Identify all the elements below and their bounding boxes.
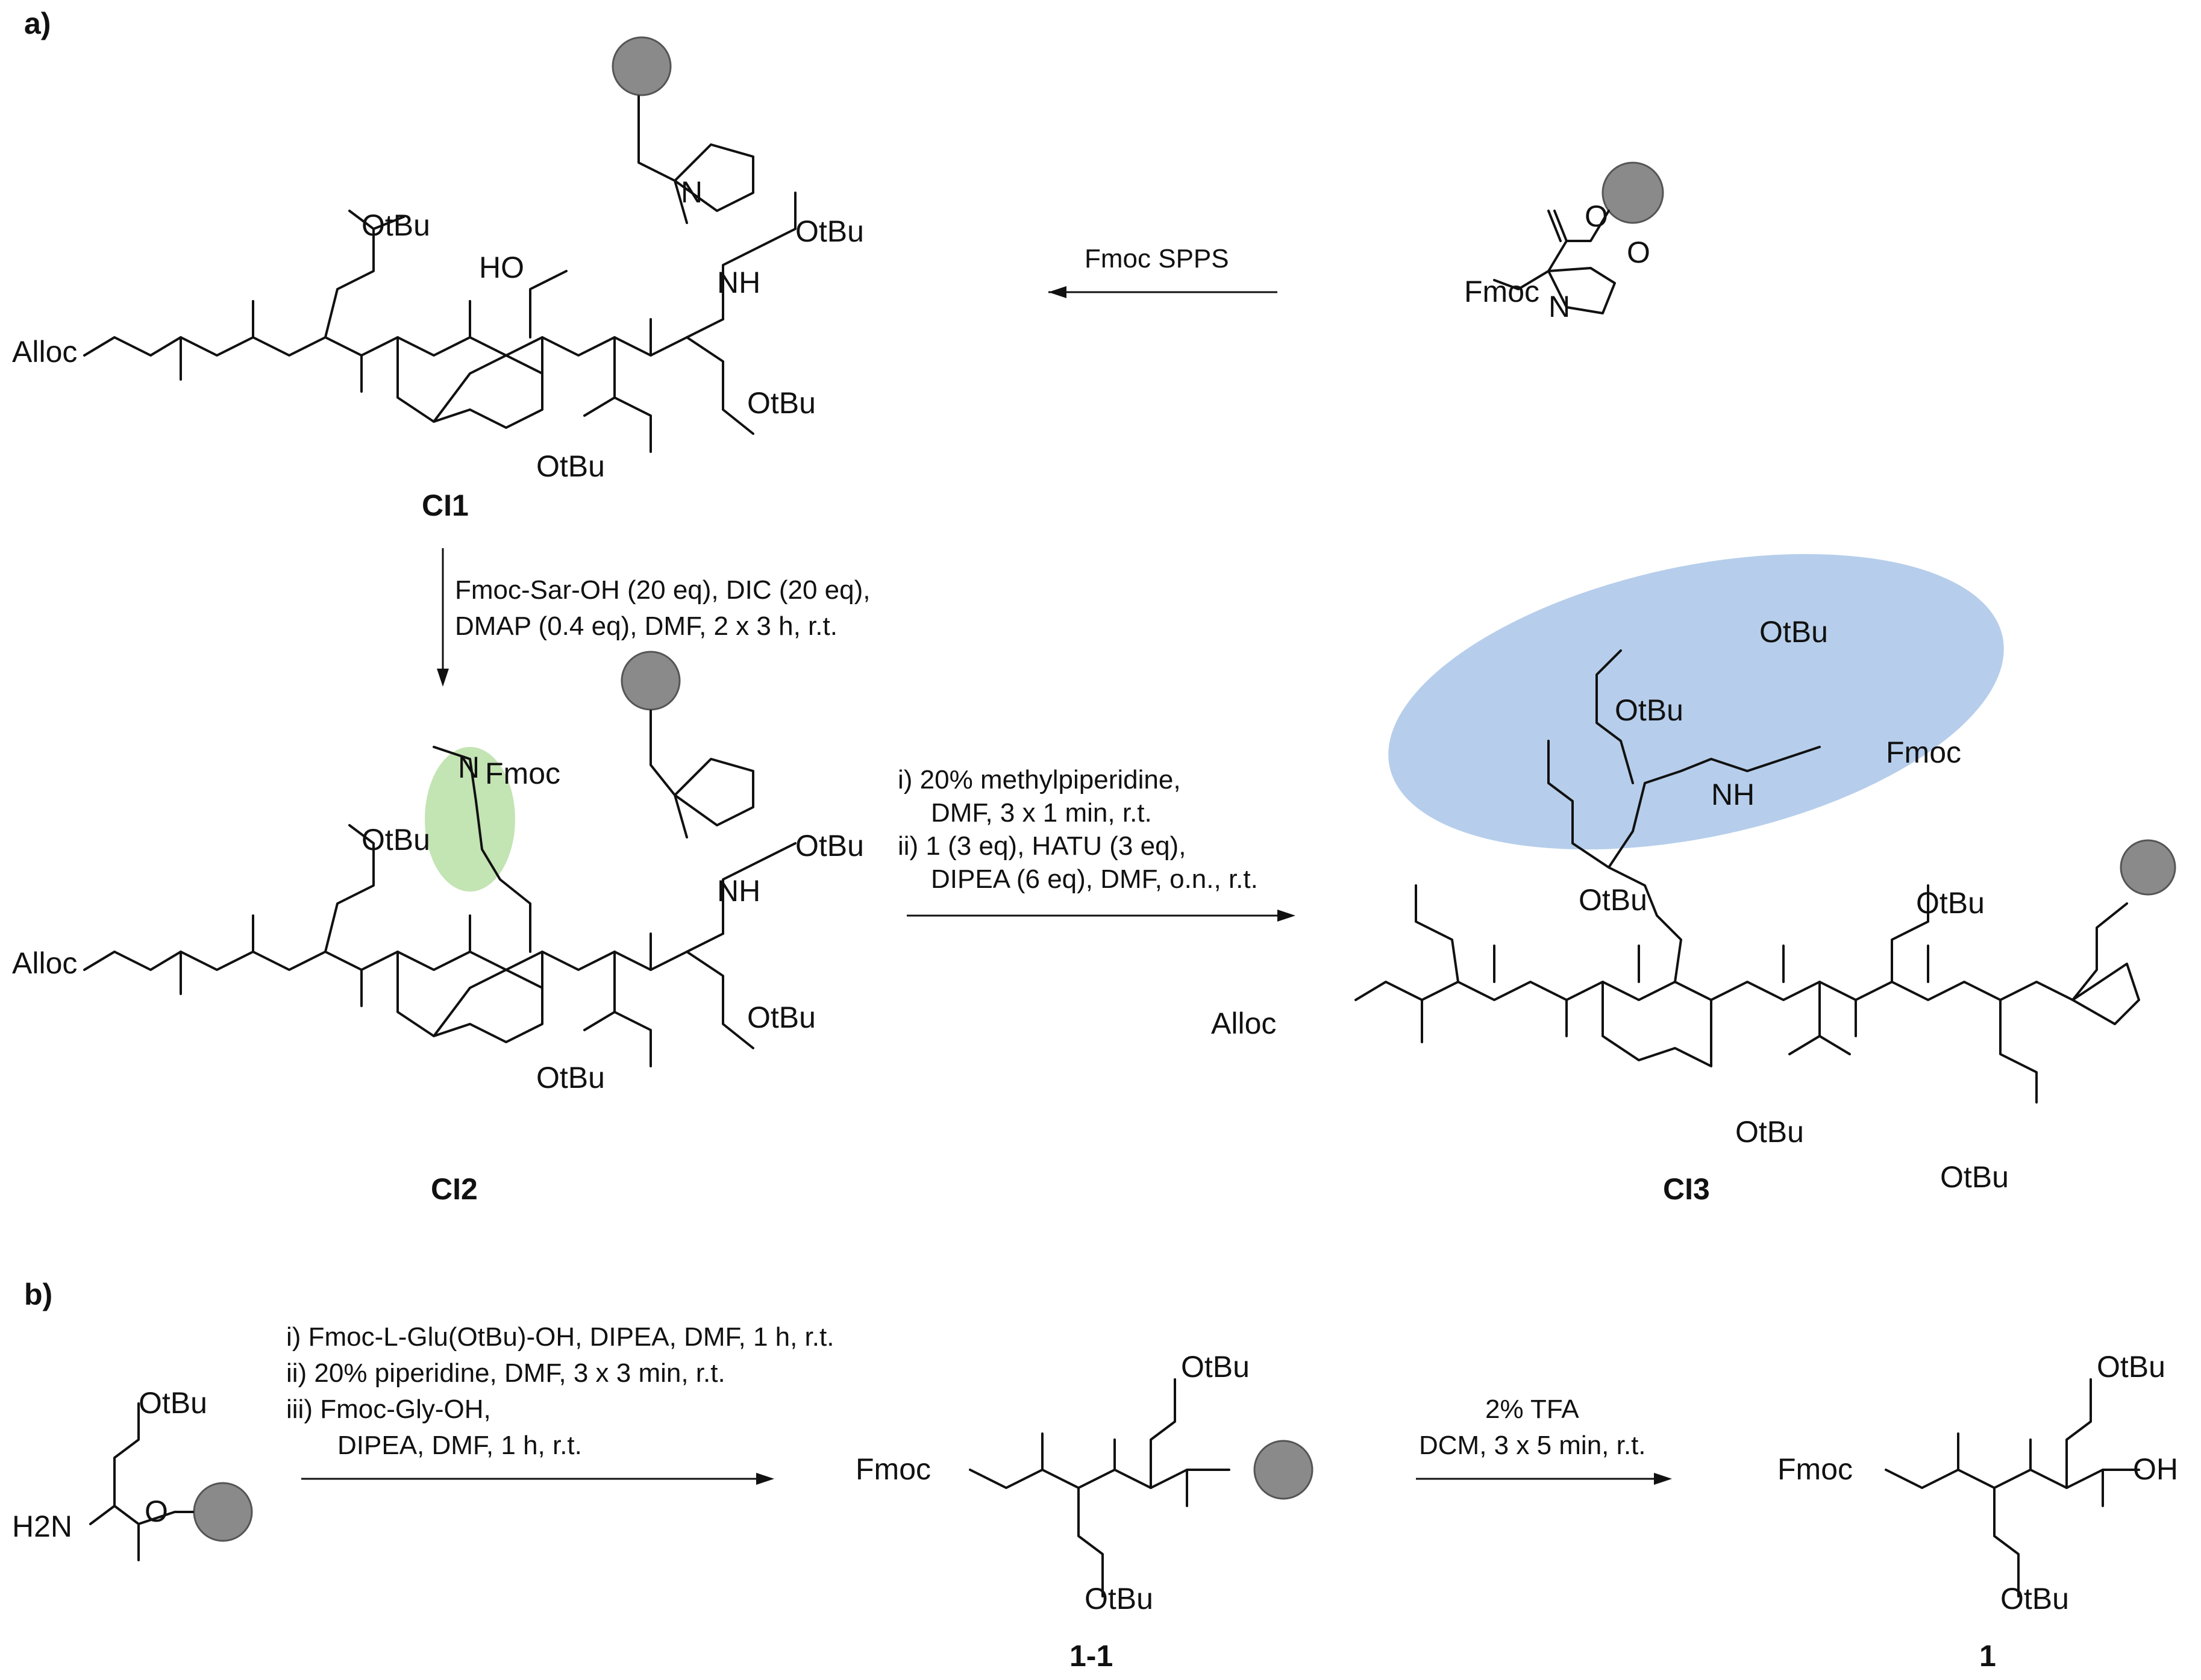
nh-label: NH — [717, 874, 761, 908]
resin-bead — [193, 1482, 253, 1542]
arrow-ci1-ci2 — [437, 548, 449, 687]
nh-label: NH — [717, 266, 761, 299]
alloc-label: Alloc — [1211, 1007, 1277, 1040]
step-spps: Fmoc SPPS — [1085, 244, 1229, 273]
green-highlight — [425, 747, 515, 892]
fmoc-pro-resin-structure — [1493, 161, 1664, 314]
o-label-start-2: O — [1627, 236, 1650, 269]
compound-label-1: 1 — [1979, 1639, 1996, 1673]
step-ci3-3: ii) 1 (3 eq), HATU (3 eq), — [898, 831, 1186, 861]
step-sar-2: DMAP (0.4 eq), DMF, 2 x 3 h, r.t. — [455, 611, 838, 641]
step-b-3: iii) Fmoc-Gly-OH, — [286, 1394, 491, 1424]
otbu-label: OtBu — [2000, 1582, 2069, 1616]
panel-label-b: b) — [24, 1278, 53, 1311]
otbu-label: OtBu — [795, 829, 864, 863]
otbu-label: OtBu — [747, 1001, 816, 1034]
otbu-label: OtBu — [795, 214, 864, 248]
step-b-4: DIPEA, DMF, 1 h, r.t. — [337, 1431, 582, 1460]
fmoc-label-start: Fmoc — [1464, 275, 1539, 308]
n-fmoc-label: N — [458, 751, 480, 784]
compound-1-structure — [1885, 1378, 2140, 1597]
blue-highlight — [1388, 554, 2004, 850]
arrow-tfa — [1416, 1473, 1672, 1485]
alloc-label: Alloc — [12, 946, 78, 980]
arrow-b-1 — [301, 1473, 774, 1485]
ci1-structure — [83, 36, 797, 453]
alloc-label: Alloc — [12, 335, 78, 369]
h2n-label: H2N — [12, 1510, 73, 1543]
otbu-label: OtBu — [1615, 693, 1683, 727]
step-ci3-1: i) 20% methylpiperidine, — [898, 765, 1181, 795]
ho-label: HO — [479, 251, 524, 284]
o-label-start-1: O — [1585, 199, 1608, 233]
arrow-spps — [1048, 286, 1277, 298]
otbu-label: OtBu — [1916, 886, 1985, 920]
fmoc-label: Fmoc — [1777, 1452, 1853, 1486]
fmoc-label: Fmoc — [485, 757, 560, 790]
step-b-2: ii) 20% piperidine, DMF, 3 x 3 min, r.t. — [286, 1358, 725, 1388]
otbu-label: OtBu — [1181, 1350, 1250, 1384]
resin-bead — [621, 651, 681, 711]
otbu-label: OtBu — [1579, 883, 1647, 917]
oh-label: OH — [2133, 1452, 2178, 1486]
compound-label-ci2: CI2 — [431, 1172, 478, 1206]
arrow-ci2-ci3 — [907, 910, 1295, 922]
step-tfa-1: 2% TFA — [1485, 1394, 1579, 1424]
panel-label-a: a) — [24, 7, 51, 40]
resin-bead — [612, 36, 672, 96]
ci3-structure — [1354, 554, 2176, 1104]
otbu-label: OtBu — [747, 386, 816, 420]
step-b-1: i) Fmoc-L-Glu(OtBu)-OH, DIPEA, DMF, 1 h,… — [286, 1322, 834, 1352]
otbu-label: OtBu — [1085, 1582, 1153, 1616]
fmoc-label: Fmoc — [856, 1452, 931, 1486]
nh-label: NH — [1711, 778, 1755, 811]
compound-label-ci3: CI3 — [1663, 1172, 1710, 1206]
resin-bead — [1253, 1440, 1313, 1500]
otbu-label: OtBu — [362, 823, 430, 857]
otbu-label: OtBu — [536, 1061, 605, 1094]
ci2-structure — [83, 651, 797, 1067]
resin-bead — [1601, 161, 1664, 224]
otbu-label: OtBu — [362, 208, 430, 242]
compound-1-1-structure — [969, 1378, 1313, 1597]
otbu-label: OtBu — [139, 1386, 207, 1420]
otbu-label: OtBu — [2097, 1350, 2165, 1384]
fmoc-label: Fmoc — [1886, 735, 1961, 769]
n-label: N — [681, 175, 703, 209]
compound-label-ci1: CI1 — [422, 489, 469, 522]
compound-label-1-1: 1-1 — [1069, 1639, 1113, 1673]
glu-resin-structure — [89, 1402, 253, 1561]
otbu-label: OtBu — [1759, 615, 1828, 649]
o-label: O — [145, 1494, 168, 1528]
step-sar-1: Fmoc-Sar-OH (20 eq), DIC (20 eq), — [455, 575, 871, 605]
step-ci3-2: DMF, 3 x 1 min, r.t. — [931, 798, 1152, 828]
step-tfa-2: DCM, 3 x 5 min, r.t. — [1419, 1431, 1646, 1460]
step-ci3-4: DIPEA (6 eq), DMF, o.n., r.t. — [931, 864, 1258, 894]
resin-bead — [2120, 839, 2176, 896]
otbu-label: OtBu — [1735, 1115, 1804, 1149]
otbu-label: OtBu — [536, 449, 605, 483]
n-label-start: N — [1548, 290, 1571, 323]
otbu-label: OtBu — [1940, 1160, 2009, 1194]
